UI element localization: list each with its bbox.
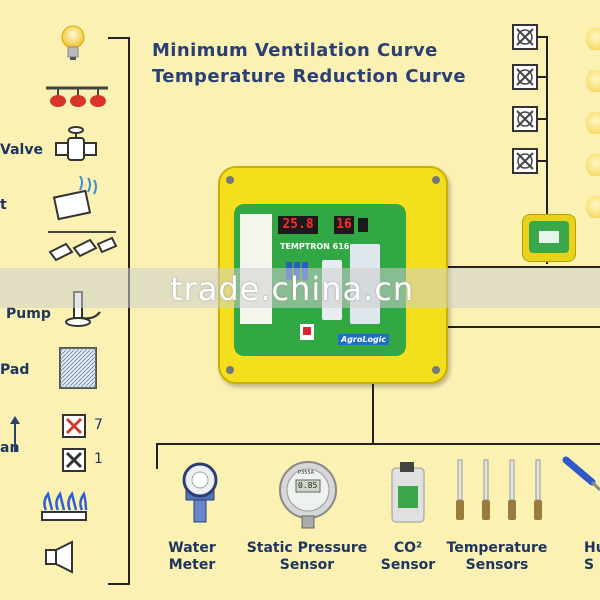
right-branch [536,118,546,120]
fan-count-bottom: 1 [94,451,103,467]
right-vertical-line [546,36,548,264]
right-branch [536,36,546,38]
humidity-text: Hu S [584,540,600,573]
watermark-band: trade.china.cn [0,268,600,308]
light-bulb-icon [586,28,600,50]
screw-icon [432,176,440,184]
temperature-text: Temperature Sensors [446,540,548,573]
pressure-reading: 0.85 [298,481,318,490]
dimmer-panel [529,221,569,253]
humidity-sensor-icon [562,456,600,492]
title-min-ventilation: Minimum Ventilation Curve [152,40,438,61]
right-branch [536,160,546,162]
label-temperature: Temperature Sensors [446,540,548,574]
pressure-model: P355A [298,470,314,476]
warning-label [300,324,314,340]
co2-sensor-icon [391,462,425,523]
controller-line-down [372,380,374,444]
light-bulb-icon [586,112,600,134]
secondary-display: 16 [334,216,354,234]
tertiary-display [358,218,368,232]
right-branch [536,76,546,78]
label-valve: Valve [0,142,43,158]
cooling-pad-icon [59,347,97,389]
label-co2: CO² Sensor [376,540,440,574]
heater-icon [52,176,97,221]
bracket-bottom [108,583,130,585]
label-static-pressure: Static Pressure Sensor [246,540,368,574]
label-pad: Pad [0,362,30,378]
controller-model: TEMPTRON 616 [280,242,350,251]
feeder-icon [46,86,108,107]
static-pressure-sensor-icon [279,461,337,529]
light-bulb-icon [586,196,600,218]
dimmer-label [539,231,559,243]
screw-icon [226,366,234,374]
ventilation-fan-icon [512,24,538,50]
ventilation-fan-icon [512,106,538,132]
bracket-top [108,37,130,39]
controller-line-right-2 [440,326,600,328]
light-bulb-icon [586,70,600,92]
up-arrow-icon [10,416,20,452]
ventilation-fan-icon [512,148,538,174]
sensor-drop-line [156,443,158,469]
screw-icon [432,366,440,374]
fan-icon [62,414,86,438]
bracket-vertical-left [128,37,130,584]
dimmer-module [522,214,576,262]
sensor-bus-line [156,443,600,445]
heating-flame-icon [41,491,88,521]
ventilation-fan-icon [512,64,538,90]
fogger-icon [48,231,118,262]
label-pump: Pump [6,306,51,322]
controller-line-right-1 [440,266,600,268]
static-pressure-text: Static Pressure Sensor [246,540,368,573]
title-temperature-reduction: Temperature Reduction Curve [152,66,467,87]
fan-icon [62,448,86,472]
main-display: 25.8 [278,216,318,234]
light-bulb-icon [61,25,85,60]
water-meter-icon [182,462,218,523]
co2-text: CO² Sensor [380,540,436,573]
brand-logo: AgroLogic [338,334,390,345]
temperature-sensors-icon [456,459,542,520]
label-humidity: Hu S [584,540,600,574]
watermark-text: trade.china.cn [170,270,415,308]
speaker-alarm-icon [45,540,73,574]
valve-icon [55,126,97,161]
fan-count-top: 7 [94,417,103,433]
label-water-meter: Water Meter [160,540,224,574]
screw-icon [226,176,234,184]
label-heater: t [0,197,7,213]
water-meter-text: Water Meter [168,540,216,573]
light-bulb-icon [586,154,600,176]
